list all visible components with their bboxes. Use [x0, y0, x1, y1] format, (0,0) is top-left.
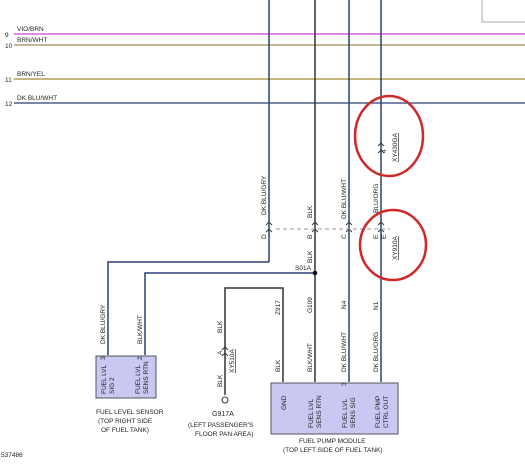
ground-desc-line1: (LEFT PASSENGER'S: [188, 422, 254, 429]
ground-connector-id: XY510A: [229, 348, 236, 373]
wire-to-sensor-sig: [107, 261, 269, 355]
sensor-pin2-line1: FUEL LVL: [135, 364, 142, 394]
module-pin1-wire: BLK: [275, 359, 282, 372]
circuit-number: 9: [5, 32, 9, 39]
module-pin3-line1: FUEL LVL: [342, 398, 349, 428]
connector-pin-label: E: [373, 234, 380, 239]
circuit-number: 10: [5, 43, 13, 50]
module-pin3-line2: SENS SIG: [350, 397, 357, 428]
vertical-wire-blk: BLK B BLK G109: [307, 0, 316, 382]
sensor-pin1-line1: FUEL LVL: [101, 364, 108, 394]
connector-chevrons: [265, 142, 385, 233]
wire-color-label: BLK: [307, 250, 314, 263]
connector-pin-label: C: [341, 234, 348, 239]
sensor-pin1-line2: SIG 2: [109, 377, 116, 394]
connector-upper-id: XY430GA: [392, 132, 399, 162]
wire-to-sensor-rtn: [144, 272, 315, 355]
ground-id-label: G109: [307, 297, 314, 313]
circuit-label: DK BLU/WHT: [17, 95, 57, 102]
module-pin2-line1: FUEL LVL: [308, 398, 315, 428]
wire-color-label: DK BLU/GRY: [261, 175, 268, 215]
wire-color-label: BLU/ORG: [373, 184, 380, 213]
ground-wire-id: Z917: [275, 300, 282, 315]
module-pin2-wire: BLK/WHT: [307, 343, 314, 372]
sensor-name: FUEL LEVEL SENSOR: [96, 409, 164, 416]
vertical-wire-blu-org: BLU/ORG E N1: [373, 0, 382, 382]
module-pin3-num: 3: [341, 382, 348, 386]
module-pin4-wire: DK BLU/ORG: [373, 332, 380, 372]
ground-connector-chevrons: [221, 346, 229, 357]
module-location: (TOP LEFT SIDE OF FUEL TANK): [283, 447, 383, 454]
circuit-label: BRN/YEL: [17, 71, 45, 78]
circuit-id-label: N4: [341, 300, 348, 309]
module-pin1-line1: GND: [281, 395, 288, 410]
ground-id: G917A: [212, 411, 234, 418]
fuel-level-sensor: DK BLU/GRY BLK/WHT 3 2 FUEL LVL SIG 2 FU…: [95, 304, 164, 434]
splice-dot: [312, 270, 318, 276]
module-pin4-line1: FUEL PMP: [375, 396, 382, 428]
sensor-pin2-num: 2: [137, 356, 144, 360]
sensor-wire1-label: DK BLU/GRY: [100, 304, 107, 344]
highlight-circle-lower: [358, 208, 428, 282]
ground-wire-color-upper: BLK: [217, 320, 224, 333]
sensor-pin2-line2: SENS RTN: [143, 361, 150, 394]
circuit-number: 12: [5, 101, 13, 108]
adjacent-component-outline: [481, 0, 525, 23]
circuit-number: 11: [5, 77, 12, 84]
circuit-label: VIO/BRN: [17, 26, 44, 33]
module-name: FUEL PUMP MODULE: [299, 438, 366, 445]
circuit-row-11: 11 BRN/YEL: [5, 71, 525, 84]
ground-wire: [224, 287, 284, 395]
vertical-wire-dk-blu-wht: DK BLU/WHT C N4: [341, 0, 350, 382]
sensor-pin1-num: 3: [100, 356, 107, 360]
connector-pin-label: D: [261, 234, 268, 239]
figure-id: 537486: [1, 452, 23, 459]
circuit-id-label: N1: [373, 301, 380, 310]
splice-label: S01A: [295, 265, 312, 272]
module-pin3-wire: DK BLU/WHT: [341, 332, 348, 372]
vertical-wire-dk-blu-gry: DK BLU/GRY D: [261, 0, 270, 262]
connector-lower-pin: E: [381, 234, 388, 239]
circuit-row-12: 12 DK BLU/WHT: [5, 95, 525, 108]
ground-connector-pin: A: [217, 350, 224, 355]
ground-symbol: [221, 396, 229, 404]
connector-upper-pin: 4: [381, 149, 388, 153]
circuit-label: BRN/WHT: [17, 37, 47, 44]
fuel-pump-module: BLK BLK/WHT DK BLU/WHT DK BLU/ORG 3 GND …: [270, 332, 399, 454]
circuit-row-10: 10 BRN/WHT: [5, 37, 525, 50]
circuit-row-9: 9 VIO/BRN: [5, 26, 525, 39]
module-pin4-line2: CTRL OUT: [383, 396, 390, 428]
sensor-location-line2: OF FUEL TANK): [101, 427, 149, 434]
ground-wire-color-lower: BLK: [217, 374, 224, 387]
highlight-circle-upper: [353, 94, 425, 178]
wire-color-label: BLK: [307, 205, 314, 218]
sensor-location-line1: (TOP RIGHT SIDE: [98, 418, 153, 425]
module-pin2-line2: SENS RTN: [316, 395, 323, 428]
connector-lower-id: XY910A: [392, 235, 399, 260]
wire-color-label: DK BLU/WHT: [341, 179, 348, 219]
connector-pin-label: B: [307, 235, 314, 239]
ground-desc-line2: FLOOR PAN AREA): [195, 431, 253, 438]
sensor-wire2-label: BLK/WHT: [137, 315, 144, 344]
